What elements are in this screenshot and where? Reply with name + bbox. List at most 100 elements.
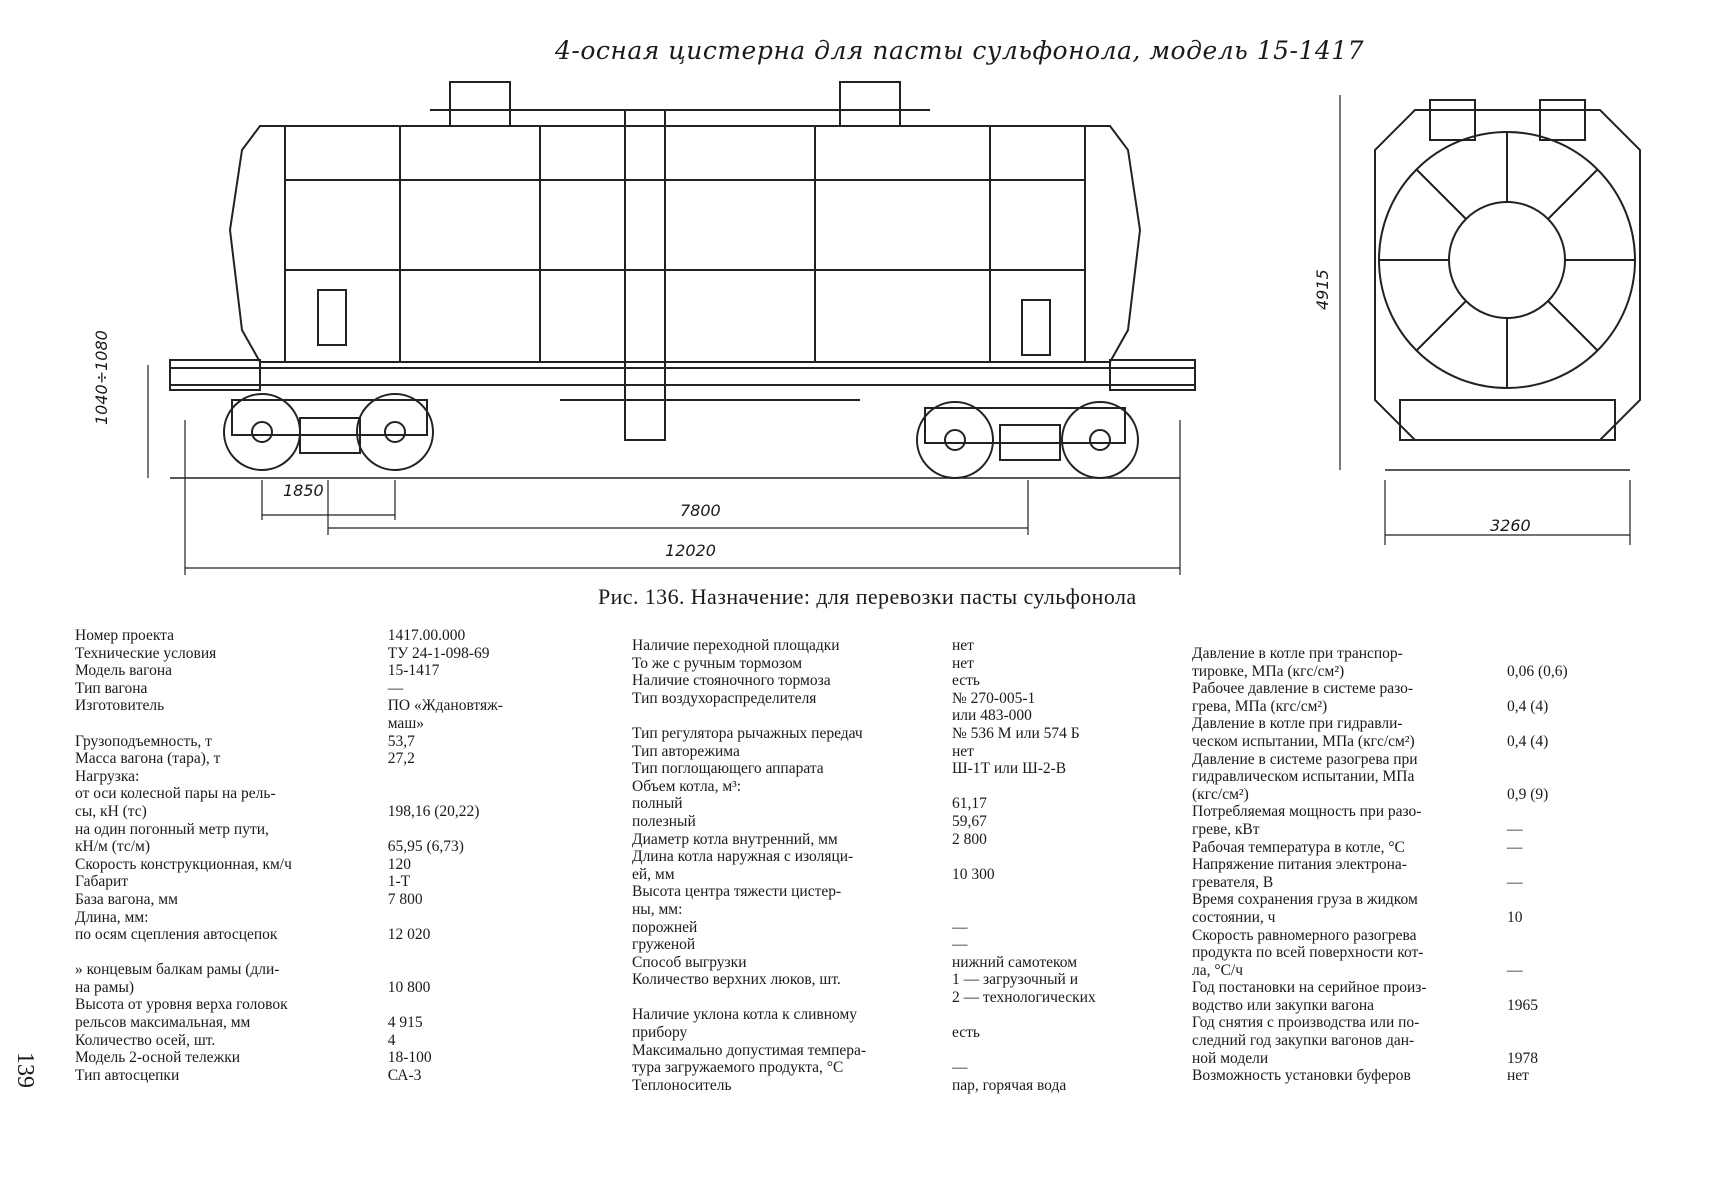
spec-label: порожней [632,918,698,936]
spec-row: Год снятия с производства или по- следни… [1192,1014,1712,1067]
spec-value: СА-3 [387,1066,422,1084]
spec-label: Модель вагона [75,662,173,680]
spec-row: груженой— [632,936,1152,954]
spec-label: Тип регулятора рычажных передач [632,724,863,742]
spec-label: груженой [632,936,696,954]
spec-value: 12 020 [387,926,431,944]
spec-value: пар, горячая вода [952,1076,1067,1094]
spec-value: 1 — загрузочный и 2 — технологических [952,971,1096,1006]
spec-row: Рабочее давление в системе разо- грева, … [1192,680,1712,715]
spec-value: 27,2 [387,750,415,768]
spec-row: полезный 59,67 [632,813,1152,831]
dim-width: 3260 [1490,516,1531,535]
spec-list: Давление в котле при транспор- тировке, … [1192,645,1712,1085]
spec-row: Нагрузка: [75,768,505,786]
spec-label: » концевым балкам рамы (дли- на рамы) [75,961,280,996]
spec-row: порожней — [632,919,1152,937]
spec-value: — [952,1059,968,1077]
dimension-lines [147,365,1181,575]
spec-label: Длина, мм: [75,908,149,926]
spec-label: Скорость равномерного разогрева продукта… [1192,926,1424,979]
spec-label: Объем котла, м³: [632,777,742,795]
spec-row: Давление в системе разогрева при гидравл… [1192,751,1712,804]
spec-value: 7 800 [387,890,423,908]
spec-value: 53,7 [387,732,415,750]
spec-value: — [952,918,968,936]
spec-value [388,768,505,786]
dim-height: 4915 [1313,269,1332,310]
spec-label: полный [632,795,683,813]
spec-label: Тип поглощающего аппарата [632,760,824,778]
spec-row: Потребляемая мощность при разо- греве, к… [1192,803,1712,838]
spec-label: Скорость конструкционная, км/ч [75,855,292,873]
spec-value: 4 915 [387,1014,423,1032]
spec-label: Тип вагона [75,679,148,697]
spec-value: — [1507,961,1523,979]
spec-value: 59,67 [952,812,987,830]
spec-label: Масса вагона (тара), т [75,750,221,768]
spec-value: — [1507,873,1523,891]
spec-label: Изготовитель [75,697,165,715]
spec-label: То же с ручным тормозом [632,654,803,672]
spec-row: Высота от уровня верха головок рельсов м… [75,996,505,1031]
spec-label: Нагрузка: [75,767,140,785]
spec-value [952,883,1142,918]
spec-row: Длина, мм: [75,909,505,927]
spec-value: 65,95 (6,73) [387,838,464,856]
spec-label: Максимально допустимая темпера- тура заг… [632,1041,867,1077]
spec-value: — [1507,838,1523,856]
spec-label: Высота от уровня верха головок рельсов м… [75,996,288,1032]
spec-label: Потребляемая мощность при разо- греве, к… [1192,803,1422,838]
spec-row: от оси колесной пары на рель- сы, кН (тс… [75,785,505,820]
side-view-tank [228,81,1142,441]
spec-label: Возможность установки буферов [1192,1067,1411,1085]
spec-label: Грузоподъемность, т [75,732,212,750]
spec-label: от оси колесной пары на рель- сы, кН (тс… [75,785,276,820]
spec-value: есть [952,1024,980,1042]
spec-row: Грузоподъемность, т 53,7 [75,733,505,751]
spec-value: 10 800 [387,978,431,996]
spec-label: Модель 2-осной тележки [75,1049,241,1067]
figure-caption: Рис. 136. Назначение: для перевозки паст… [598,584,1137,609]
spec-value: 18-100 [387,1049,432,1067]
spec-label: полезный [632,812,696,830]
spec-value [388,909,505,927]
spec-value: — [387,679,404,697]
end-view [1339,95,1641,545]
spec-label: Время сохранения груза в жидком состояни… [1192,891,1418,926]
bogie-right [916,401,1139,479]
spec-label: Высота центра тяжести цистер- ны, мм: [632,883,842,918]
spec-value: 0,06 (0,6) [1507,662,1568,680]
spec-value: ПО «Ждановтяж- маш» [387,697,503,732]
spec-label: Год снятия с производства или по- следни… [1192,1014,1420,1067]
spec-row: » концевым балкам рамы (дли- на рамы) 10… [75,944,505,997]
spec-label: Рабочее давление в системе разо- грева, … [1192,680,1414,715]
side-view-frame [169,359,1196,401]
spec-label: Количество осей, шт. [75,1031,216,1049]
spec-value: 198,16 (20,22) [387,802,480,820]
spec-value: 10 [1507,908,1523,926]
spec-label: Тип воздухораспределителя [632,689,817,707]
spec-label: на один погонный метр пути, кН/м (тс/м) [75,820,269,856]
spec-row: Скорость равномерного разогрева продукта… [1192,927,1712,980]
spec-value: 1417.00.000 [387,627,466,644]
spec-label: Способ выгрузки [632,953,747,971]
spec-value: 1978 [1507,1049,1538,1067]
